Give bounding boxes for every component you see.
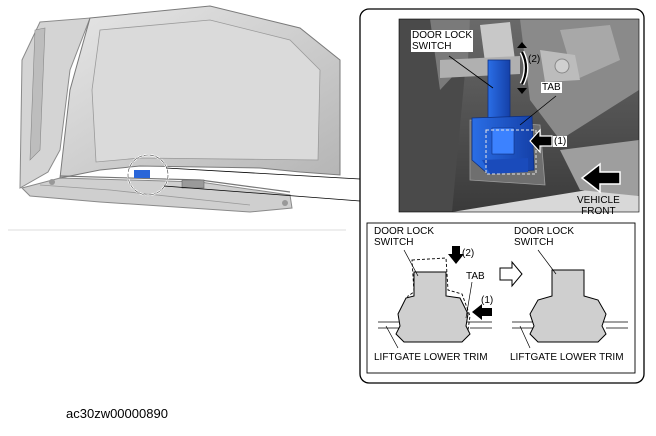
switch-photo [399,19,639,212]
switch-section-before [395,271,471,343]
label-trim-before: LIFTGATE LOWER TRIM [374,352,488,363]
label-step2-before: (2) [462,248,475,259]
switch-location-mark [134,170,150,178]
push-arrow-step1 [529,128,553,154]
label-door-lock-switch-after: DOOR LOCK SWITCH [514,226,575,248]
label-tab-before: TAB [466,271,485,282]
label-tab-photo: TAB [541,82,562,93]
leader-line-top [165,167,361,180]
figure-id: ac30zw00000890 [66,406,168,421]
leader-line-bottom [163,185,361,202]
label-step2-photo: (2) [528,54,541,65]
door-lock-switch-photo [487,59,511,121]
label-door-lock-switch-before: DOOR LOCK SWITCH [374,226,435,248]
rotate-arrow-step2 [521,51,528,85]
label-vehicle-front: VEHICLE FRONT [577,195,620,217]
vehicle-front-arrow [580,162,621,194]
liftgate-overview [0,0,346,231]
section-after [512,249,628,349]
label-step1-photo: (1) [553,136,568,147]
label-step1-before: (1) [481,295,494,306]
switch-section-after [529,269,607,343]
arrow-step2-before [448,246,464,264]
section-before [378,246,492,349]
label-door-lock-switch-photo: DOOR LOCK SWITCH [411,30,474,52]
transition-arrow [499,260,523,288]
label-trim-after: LIFTGATE LOWER TRIM [510,352,624,363]
arrow-step1-before [472,304,492,320]
